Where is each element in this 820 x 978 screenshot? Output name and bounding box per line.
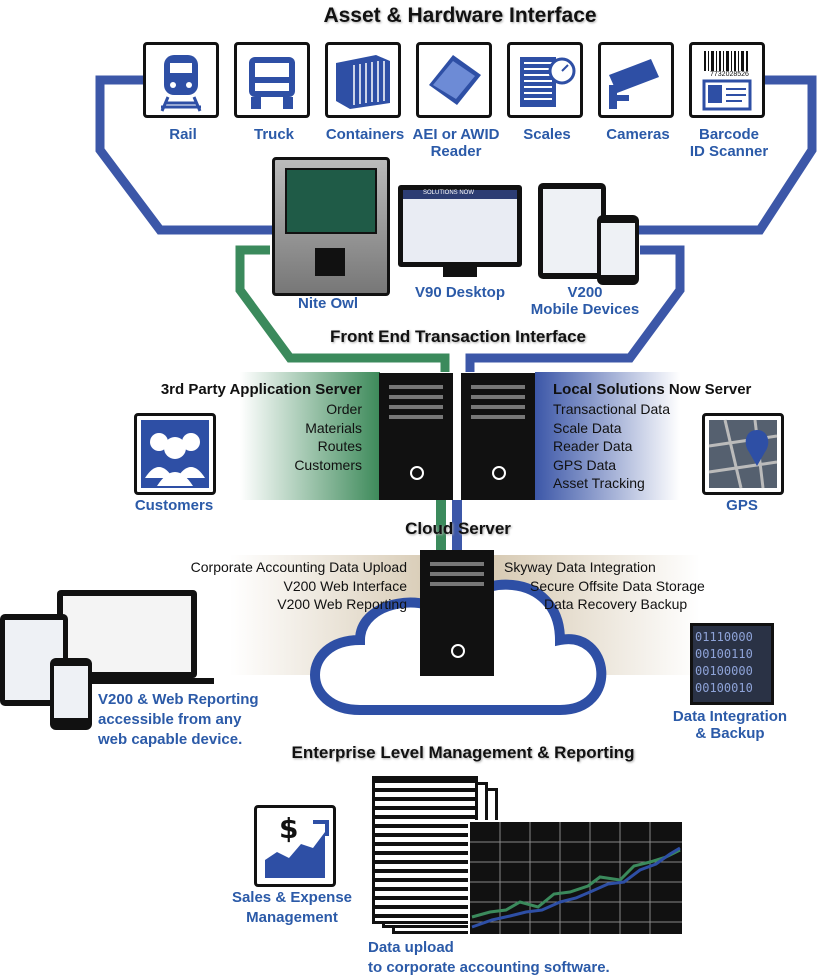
reader-icon	[429, 55, 481, 105]
camera-icon	[609, 59, 659, 109]
cloud-left-list: Corporate Accounting Data Upload V200 We…	[160, 558, 407, 614]
cloud-left-item: V200 Web Reporting	[277, 596, 407, 612]
binary-data-tile[interactable]: 01110000 00100110 00100000 00100010	[690, 623, 774, 705]
asset-label-cameras: Cameras	[606, 126, 670, 143]
binary-text: 01110000 00100110 00100000 00100010	[695, 630, 753, 695]
asset-label-rail: Rail	[169, 126, 197, 143]
cloud-left-item: Corporate Accounting Data Upload	[190, 559, 407, 575]
asset-label-truck: Truck	[253, 126, 295, 143]
scale-icon	[520, 57, 576, 107]
web-phone[interactable]	[50, 658, 92, 730]
enterprise-title: Enterprise Level Management & Reporting	[291, 743, 635, 762]
phone-screen	[601, 223, 635, 275]
nite-owl-kiosk[interactable]	[272, 157, 390, 296]
third-party-item: Materials	[305, 419, 362, 436]
cloud-server-title: Cloud Server	[405, 519, 511, 538]
cloud-right-list: Skyway Data Integration Secure Offsite D…	[504, 558, 744, 614]
kiosk-screen	[285, 168, 377, 234]
third-party-title: 3rd Party Application Server	[160, 381, 362, 398]
scales-tile[interactable]	[507, 42, 583, 118]
barcode-number: 7732028526	[710, 71, 749, 78]
v90-desktop-label: V90 Desktop	[414, 284, 506, 301]
web-phone-screen	[54, 666, 88, 718]
asset-label-scales: Scales	[523, 126, 571, 143]
asset-label-barcode: Barcode ID Scanner	[689, 126, 769, 160]
sales-expense-label: Sales & Expense Management	[231, 889, 353, 926]
third-party-item: Routes	[317, 438, 362, 454]
gps-label: GPS	[726, 497, 758, 514]
local-server-title: Local Solutions Now Server	[553, 381, 752, 398]
trend-graph	[468, 820, 684, 936]
local-server-item: Scale Data	[553, 419, 622, 436]
v200-label: V200 Mobile Devices	[530, 284, 640, 318]
front-end-title: Front End Transaction Interface	[330, 327, 586, 346]
aei-awid-tile[interactable]	[416, 42, 492, 118]
report-sheet-front	[372, 776, 478, 924]
third-party-list: Order Materials Routes Customers	[200, 400, 362, 474]
map-pin-icon	[708, 419, 778, 489]
barcode-icon	[702, 51, 752, 111]
cloud-right-item: Data Recovery Backup	[544, 596, 688, 612]
truck-icon	[249, 57, 295, 109]
rail-tile[interactable]	[143, 42, 219, 118]
dollar-chart-icon: $	[265, 812, 329, 878]
v90-stand	[443, 267, 477, 277]
v90-desktop-monitor[interactable]: SOLUTIONS NOW	[398, 185, 522, 267]
asset-hardware-title: Asset & Hardware Interface	[323, 4, 597, 27]
customers-label: Customers	[134, 497, 214, 514]
third-party-item: Customers	[294, 456, 362, 473]
data-upload-label: Data upload to corporate accounting soft…	[368, 939, 610, 976]
nite-owl-label: Nite Owl	[297, 295, 358, 312]
local-server-item: Asset Tracking	[553, 475, 645, 491]
power-icon	[451, 644, 465, 658]
v90-screen-brand: SOLUTIONS NOW	[403, 190, 517, 199]
customers-icon	[141, 420, 209, 488]
local-server-item: Reader Data	[553, 438, 633, 454]
power-icon	[492, 466, 506, 480]
web-reporting-text: V200 & Web Reporting accessible from any…	[98, 691, 259, 748]
asset-label-containers: Containers	[325, 126, 405, 143]
cloud-left-item: V200 Web Interface	[283, 577, 407, 594]
containers-tile[interactable]	[325, 42, 401, 118]
train-icon	[160, 55, 202, 112]
v90-screen: SOLUTIONS NOW	[403, 190, 517, 262]
asset-label-aei: AEI or AWID Reader	[412, 126, 500, 160]
power-icon	[410, 466, 424, 480]
cameras-tile[interactable]	[598, 42, 674, 118]
laptop-base	[44, 678, 214, 684]
local-server-item: Transactional Data	[553, 401, 670, 417]
barcode-tile[interactable]: 7732028526	[689, 42, 765, 118]
sales-expense-tile[interactable]: $	[254, 805, 336, 887]
local-server-tower	[461, 373, 535, 500]
svg-text:$: $	[279, 812, 298, 845]
container-icon	[336, 55, 390, 109]
data-integration-label: Data Integration & Backup	[672, 708, 788, 742]
customers-tile[interactable]	[134, 413, 216, 495]
gps-tile[interactable]	[702, 413, 784, 495]
third-party-item: Order	[326, 401, 362, 417]
cloud-right-item: Secure Offsite Data Storage	[530, 577, 705, 594]
tablet-screen	[543, 189, 601, 273]
v200-phone[interactable]	[597, 215, 639, 285]
trend-lines	[470, 822, 682, 934]
local-server-item: GPS Data	[553, 456, 617, 473]
truck-tile[interactable]	[234, 42, 310, 118]
cloud-server-tower	[420, 550, 494, 676]
kiosk-printer	[315, 248, 345, 276]
cloud-right-item: Skyway Data Integration	[504, 559, 656, 575]
third-party-server-tower	[379, 373, 453, 500]
laptop[interactable]	[57, 590, 197, 678]
v200-tablet[interactable]	[538, 183, 606, 279]
local-server-list: Transactional Data Scale Data Reader Dat…	[553, 400, 713, 493]
